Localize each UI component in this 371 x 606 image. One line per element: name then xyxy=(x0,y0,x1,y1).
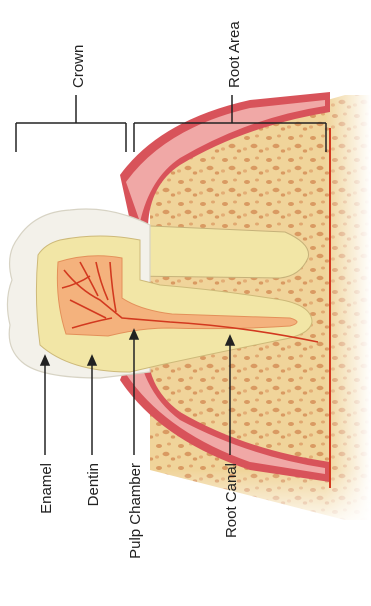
dentin-label: Dentin xyxy=(85,463,102,506)
back-root xyxy=(128,225,309,278)
enamel-label: Enamel xyxy=(38,463,55,514)
bone-fade-right xyxy=(325,90,371,530)
crown-bracket xyxy=(16,95,126,152)
crown-label: Crown xyxy=(70,45,87,88)
root-area-label: Root Area xyxy=(226,21,243,88)
pulp-chamber-label: Pulp Chamber xyxy=(127,463,144,559)
root-canal-label: Root Canal xyxy=(223,463,240,538)
bone-fade-bottom xyxy=(140,470,371,530)
